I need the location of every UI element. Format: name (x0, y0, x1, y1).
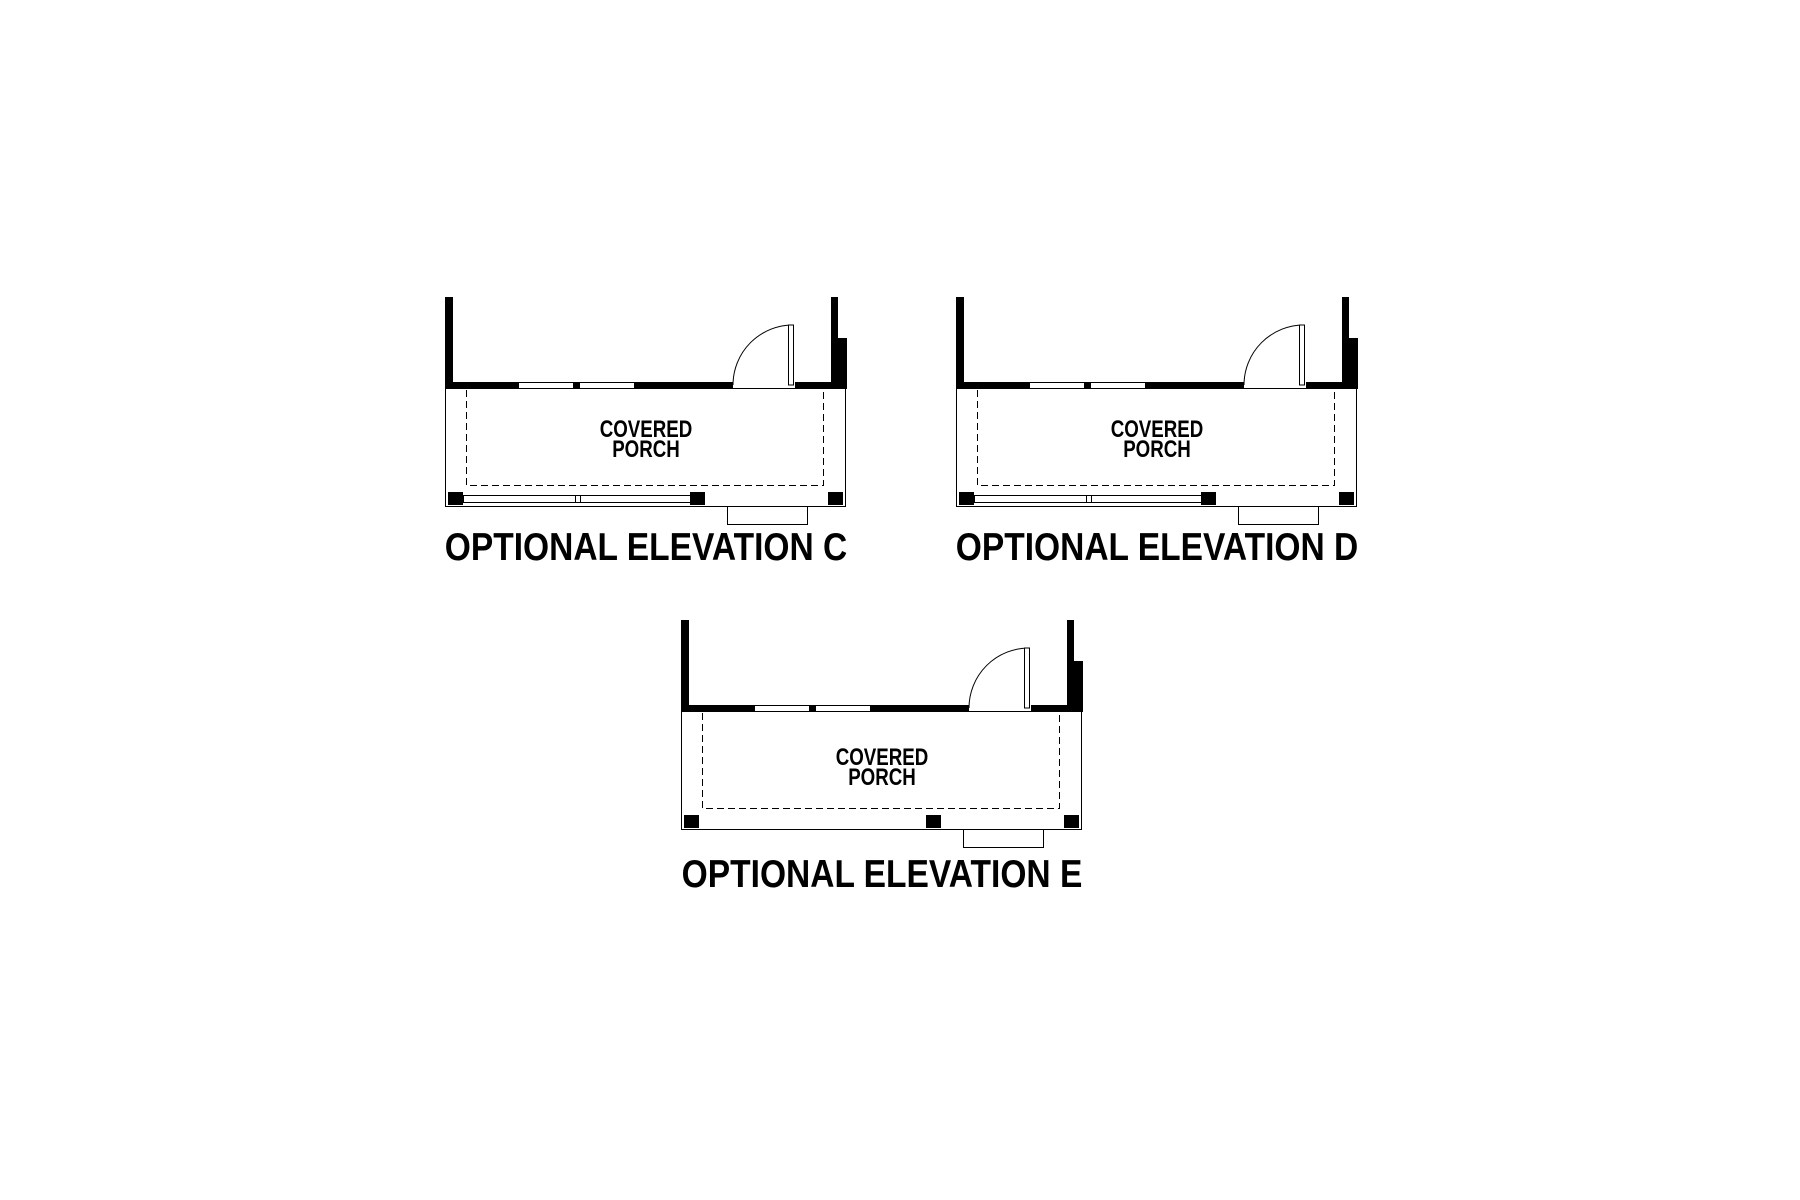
entry-step (1238, 506, 1319, 525)
front-wall-segment-mid (1084, 382, 1091, 389)
porch-post-right (828, 492, 843, 505)
porch-post-right (1064, 815, 1079, 828)
front-wall-segment-left (681, 705, 754, 712)
porch-post-left (684, 815, 699, 828)
right-wall-lower (831, 338, 847, 389)
covered-porch-label: COVERED PORCH (599, 416, 693, 463)
porch-ceiling-dashed-outline (977, 390, 1335, 486)
window-right (579, 382, 635, 389)
entry-step (963, 829, 1044, 848)
optional-elevation-d-plan: COVERED PORCH OPTIONAL ELEVATION D (956, 297, 1358, 587)
front-wall-segment-door-right (1306, 382, 1358, 389)
door-leaf (1299, 324, 1305, 386)
door-leaf (1024, 647, 1030, 709)
front-wall-segment-right (635, 382, 733, 389)
front-wall-segment-right (871, 705, 969, 712)
covered-porch-label-line2: PORCH (612, 436, 680, 463)
left-wall (445, 297, 453, 389)
door-swing-arc (732, 324, 794, 386)
right-wall-upper (831, 297, 838, 338)
front-wall-segment-mid (573, 382, 580, 389)
front-wall-segment-door-right (1031, 705, 1083, 712)
porch-ceiling-dashed-outline (466, 390, 824, 486)
plan-caption: OPTIONAL ELEVATION C (444, 526, 848, 569)
plan-caption: OPTIONAL ELEVATION E (681, 853, 1083, 896)
optional-elevation-e-plan: COVERED PORCH OPTIONAL ELEVATION E (681, 620, 1083, 910)
window-left (754, 705, 810, 712)
covered-porch-label-line2: PORCH (1123, 436, 1191, 463)
porch-post-right (1339, 492, 1354, 505)
optional-elevation-c-plan: COVERED PORCH OPTIONAL ELEVATION C (445, 297, 847, 587)
porch-post-left (959, 492, 974, 505)
floor-plan-drawing (445, 297, 847, 525)
covered-porch-label-line1: COVERED (1110, 416, 1204, 443)
porch-post-left (448, 492, 463, 505)
covered-porch-label-line1: COVERED (599, 416, 693, 443)
front-wall-segment-right (1146, 382, 1244, 389)
right-wall-lower (1342, 338, 1358, 389)
window-left (1029, 382, 1085, 389)
covered-porch-label: COVERED PORCH (1110, 416, 1204, 463)
covered-porch-label-line1: COVERED (835, 744, 929, 771)
porch-post-center (690, 492, 705, 505)
right-wall-lower (1067, 661, 1083, 712)
covered-porch-label: COVERED PORCH (835, 744, 929, 791)
window-right (1090, 382, 1146, 389)
front-wall-segment-left (956, 382, 1029, 389)
window-left (518, 382, 574, 389)
porch-outline (681, 712, 1082, 830)
left-wall (681, 620, 689, 712)
porch-railing (974, 495, 1202, 503)
porch-outline (956, 389, 1357, 507)
front-wall-segment-door-right (795, 382, 847, 389)
entry-step (727, 506, 808, 525)
front-wall-segment-mid (809, 705, 816, 712)
left-wall (956, 297, 964, 389)
railing-rail (974, 495, 1202, 503)
door-swing-arc (968, 647, 1030, 709)
porch-outline (445, 389, 846, 507)
door-leaf (788, 324, 794, 386)
porch-railing (463, 495, 691, 503)
door-swing-arc (1243, 324, 1305, 386)
window-right (815, 705, 871, 712)
porch-ceiling-dashed-outline (702, 713, 1060, 809)
right-wall-upper (1067, 620, 1074, 661)
front-wall-segment-left (445, 382, 518, 389)
covered-porch-label-line2: PORCH (848, 764, 916, 791)
porch-post-center (1201, 492, 1216, 505)
railing-rail (463, 495, 691, 503)
porch-post-center (926, 815, 941, 828)
plan-caption: OPTIONAL ELEVATION D (955, 526, 1359, 569)
floor-plan-drawing (681, 620, 1083, 848)
right-wall-upper (1342, 297, 1349, 338)
floor-plan-drawing (956, 297, 1358, 525)
